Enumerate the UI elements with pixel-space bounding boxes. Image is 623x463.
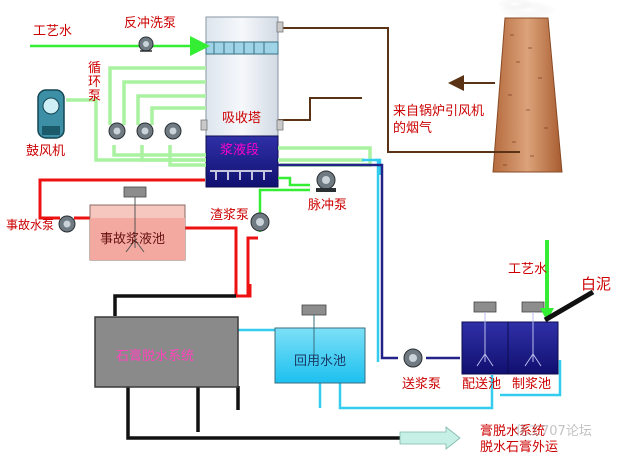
recirc-pump-icon[interactable]	[108, 122, 182, 140]
output-arrow-icon	[399, 426, 461, 450]
transfer-slurry-line	[278, 163, 460, 360]
dewatering-system-box	[94, 316, 239, 388]
recirc-pump-label: 循环泵	[88, 61, 102, 104]
return-water-line	[238, 158, 562, 410]
distribution-tank	[461, 301, 509, 375]
chimney	[492, 0, 563, 173]
flue-gas-label: 来自锅炉引风机的烟气	[393, 104, 485, 136]
accident-pump-icon[interactable]	[58, 215, 76, 233]
process-water-right-label: 工艺水	[508, 262, 548, 277]
slag-pump-icon[interactable]	[250, 212, 270, 232]
lime-mud-chute	[543, 289, 595, 323]
blower-label: 鼓风机	[26, 144, 66, 159]
dewatering-system-label: 石膏脱水系统	[116, 349, 195, 364]
slag-pump-label: 渣浆泵	[210, 208, 250, 223]
process-water-down-arrow	[540, 240, 554, 321]
absorber-label: 吸收塔	[222, 111, 262, 126]
transfer-pump-icon[interactable]	[403, 348, 423, 368]
process-water-top-label: 工艺水	[33, 24, 73, 39]
lime-mud-label: 白泥	[581, 275, 612, 293]
reuse-water-tank	[274, 304, 366, 384]
accident-tank-label: 事故浆液池	[100, 232, 166, 247]
transfer-pump-label: 送浆泵	[402, 377, 442, 392]
pulse-pump-label: 脉冲泵	[308, 198, 348, 213]
accident-pump-label: 事故水泵	[6, 218, 55, 232]
watermark-text: 化工707论坛	[515, 424, 592, 439]
slurry-section-label: 浆液段	[220, 143, 260, 158]
slurry-prep-tank-label: 制浆池	[512, 377, 552, 392]
absorber-tower	[200, 16, 284, 188]
gypsum-out-label: 膏脱水系统 脱水石膏外运	[480, 424, 559, 455]
flue-gas-duct	[278, 27, 520, 153]
slurry-prep-tank	[507, 301, 559, 375]
blower-icon[interactable]	[37, 89, 65, 139]
backwash-pump-icon[interactable]	[138, 36, 154, 52]
pulse-pump-icon[interactable]	[316, 170, 336, 192]
distribution-tank-label: 配送池	[462, 377, 502, 392]
accident-tank	[89, 186, 186, 261]
reuse-tank-label: 回用水池	[294, 354, 347, 369]
backwash-pump-label: 反冲洗泵	[124, 16, 177, 31]
